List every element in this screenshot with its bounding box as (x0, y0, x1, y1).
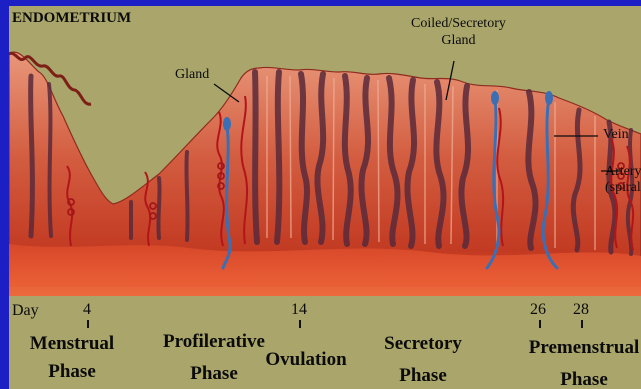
day-tick-label-4: 4 (83, 302, 91, 318)
label-artery-line1: Artery (605, 164, 641, 180)
phase-proliferative: Profilerative Phase (159, 330, 269, 386)
label-artery: Artery (spiral) (605, 164, 641, 196)
day-tick-label-28: 28 (573, 302, 589, 318)
day-axis-label: Day (12, 303, 39, 319)
diagram-title: ENDOMETRIUM (12, 11, 131, 26)
phase-premenstrual-line1: Premenstrual (527, 336, 641, 360)
phase-premenstrual: Premenstrual Phase (527, 336, 641, 389)
phase-menstrual: Menstrual Phase (17, 332, 127, 384)
label-coiled-secretory-gland: Coiled/Secretory Gland (411, 15, 506, 49)
label-vein: Vein (603, 128, 629, 142)
phase-secretory: Secretory Phase (373, 332, 473, 388)
phase-proliferative-line2: Phase (159, 362, 269, 386)
phase-premenstrual-line2: Phase (527, 368, 641, 389)
day-tick-label-26: 26 (530, 302, 546, 318)
phase-ovulation: Ovulation (261, 348, 351, 372)
phase-secretory-line1: Secretory (373, 332, 473, 356)
day-tick-label-14: 14 (291, 302, 307, 318)
phase-menstrual-line2: Phase (17, 360, 127, 384)
phase-menstrual-line1: Menstrual (17, 332, 127, 356)
day-tick-mark-14 (299, 320, 301, 328)
day-tick-mark-26 (539, 320, 541, 328)
label-coiled-line1: Coiled/Secretory (411, 15, 506, 32)
day-tick-mark-28 (581, 320, 583, 328)
endometrium-tissue-illustration (9, 6, 641, 306)
label-coiled-line2: Gland (411, 32, 506, 49)
day-tick-mark-4 (87, 320, 89, 328)
diagram-panel: ENDOMETRIUM Gland Coiled/Secretory Gland… (9, 6, 641, 389)
label-artery-line2: (spiral) (605, 180, 641, 196)
phase-ovulation-line1: Ovulation (261, 348, 351, 372)
phase-secretory-line2: Phase (373, 364, 473, 388)
label-gland: Gland (175, 68, 209, 82)
phase-proliferative-line1: Profilerative (159, 330, 269, 354)
